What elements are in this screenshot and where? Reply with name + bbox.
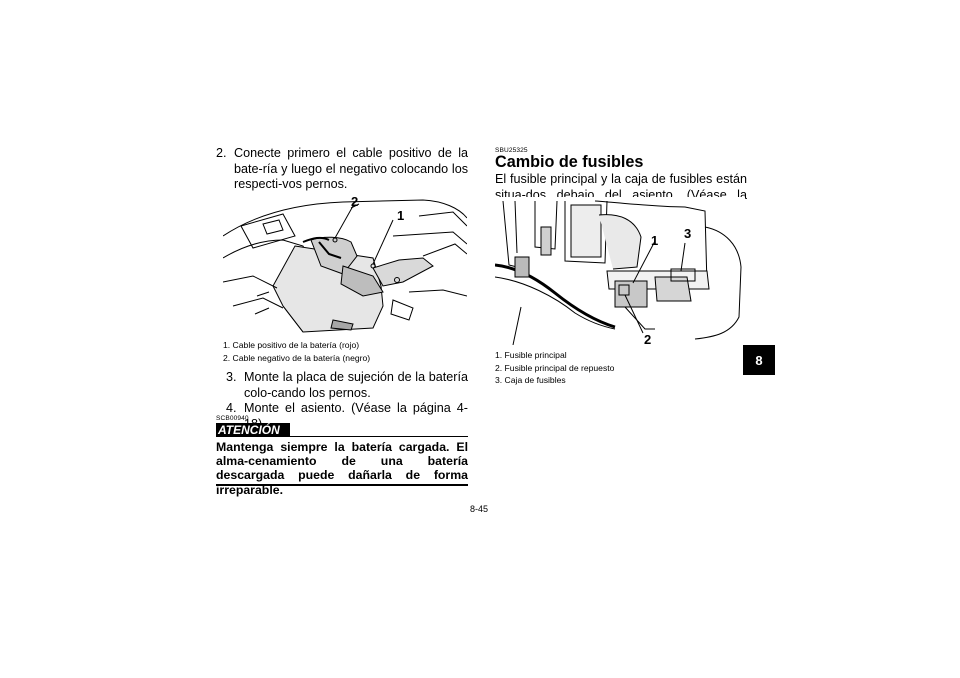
section-tab: 8 (743, 345, 775, 375)
step-text: Conecte primero el cable positivo de la … (234, 146, 468, 191)
battery-illustration: 2 1 (223, 194, 467, 334)
page-number: 8-45 (470, 504, 489, 514)
step-number: 4. (226, 401, 237, 415)
step-number: 2. (216, 146, 227, 160)
callout-2: 2 (644, 332, 652, 347)
callout-2: 2 (351, 194, 359, 209)
section-code: SBU25325 (495, 147, 528, 154)
warning-text: Mantenga siempre la batería cargada. El … (216, 440, 468, 497)
caption-line: 3. Caja de fusibles (495, 375, 566, 386)
step-3: 3. Monte la placa de sujeción de la bate… (226, 370, 468, 401)
battery-drawing (223, 199, 467, 333)
divider (216, 484, 468, 486)
fuse-illustration: 1 3 2 (495, 197, 745, 347)
section-heading: Cambio de fusibles (495, 153, 644, 171)
caption-line: 2. Fusible principal de repuesto (495, 362, 615, 373)
callout-1: 1 (651, 233, 659, 248)
warning-code: SCB00940 (216, 415, 249, 422)
divider (288, 436, 468, 437)
callout-1: 1 (397, 208, 405, 223)
fuse-drawing (495, 200, 742, 345)
figure-1-caption: 1. Cable positivo de la batería (rojo) 2… (223, 339, 468, 364)
caption-line: 1. Cable positivo de la batería (rojo) (223, 340, 360, 350)
caption-line: 2. Cable negativo de la batería (negro) (223, 352, 371, 363)
figure-2-caption: 1. Fusible principal 2. Fusible principa… (495, 349, 745, 387)
caption-line: 1. Fusible principal (495, 350, 567, 360)
callout-3: 3 (684, 226, 692, 241)
step-text: Monte la placa de sujeción de la batería… (244, 370, 468, 400)
step-number: 3. (226, 370, 237, 384)
step-2: 2. Conecte primero el cable positivo de … (216, 146, 468, 193)
atencion-badge: ATENCIÓN (216, 423, 290, 437)
